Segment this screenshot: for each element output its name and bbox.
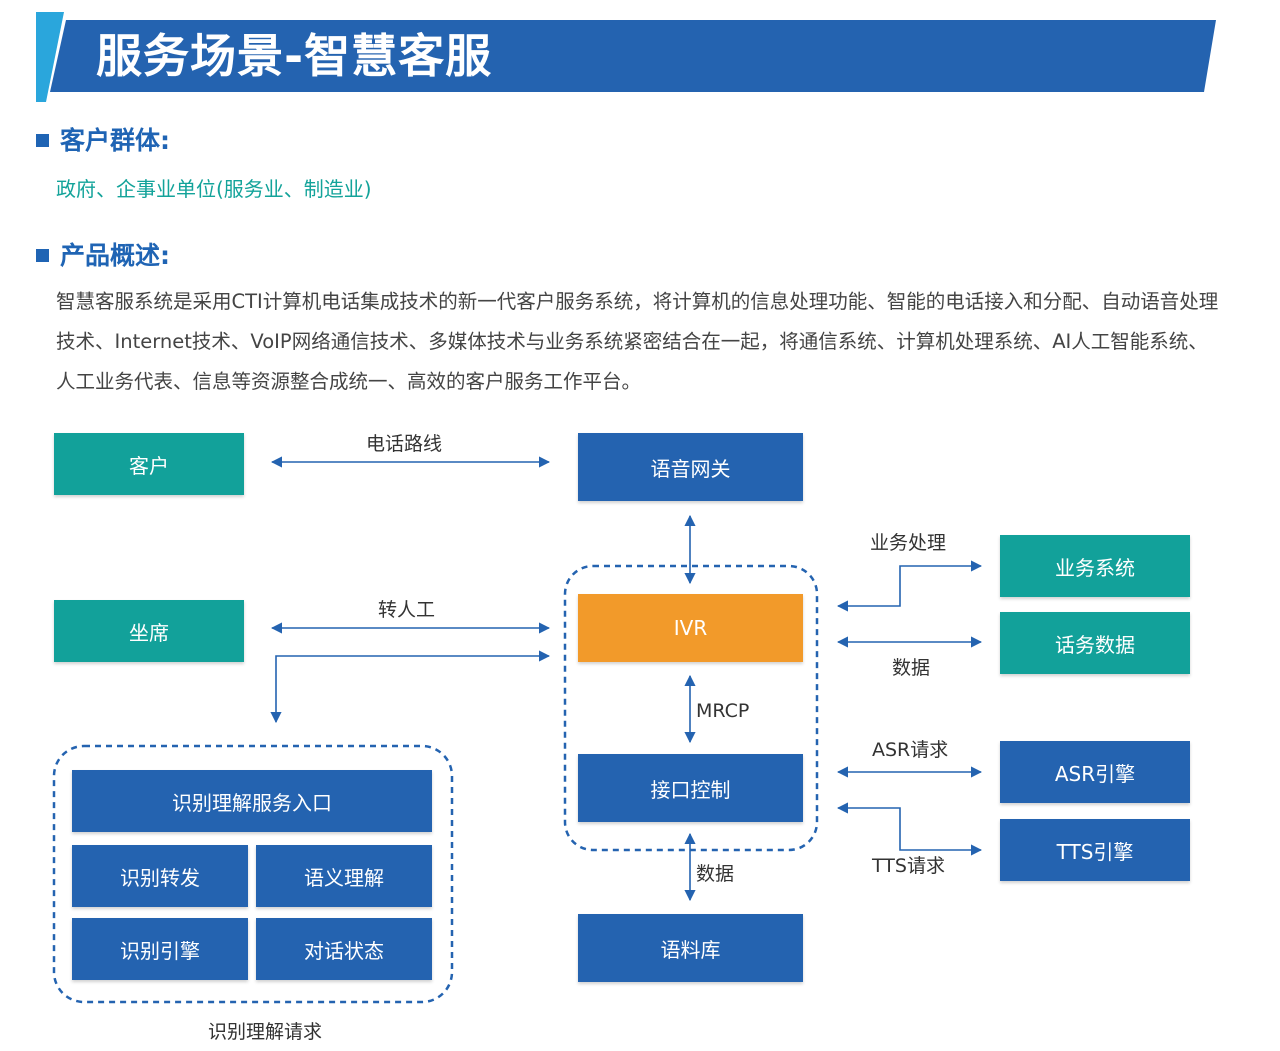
box-interface-control: 接口控制 [578, 754, 803, 822]
box-traffic-data: 话务数据 [1000, 612, 1190, 674]
section-title-customers: 客户群体: [60, 126, 170, 155]
box-business-system: 业务系统 [1000, 535, 1190, 597]
box-customer: 客户 [54, 433, 244, 495]
header-banner [36, 12, 1216, 102]
box-tts-engine: TTS引擎 [1000, 819, 1190, 881]
section-title-overview: 产品概述: [60, 241, 170, 270]
arrow-recognition-request [270, 650, 551, 724]
box-recognition-forward: 识别转发 [72, 845, 248, 907]
box-recognition-entry: 识别理解服务入口 [72, 770, 432, 832]
overview-paragraph: 智慧客服系统是采用CTI计算机电话集成技术的新一代客户服务系统，将计算机的信息处… [56, 290, 1219, 393]
arrow-business-processing [836, 560, 983, 612]
label-phone-line: 电话路线 [366, 433, 443, 455]
box-voice-gateway: 语音网关 [578, 433, 803, 501]
arrow-tts-request [836, 802, 983, 856]
customers-text: 政府、企事业单位(服务业、制造业) [56, 177, 372, 201]
box-asr-engine: ASR引擎 [1000, 741, 1190, 803]
label-asr-request: ASR请求 [872, 739, 949, 761]
label-recognition-request: 识别理解请求 [208, 1021, 323, 1043]
label-mrcp: MRCP [696, 700, 750, 722]
label-data-bottom: 数据 [696, 863, 735, 885]
box-agent: 坐席 [54, 600, 244, 662]
box-recognition-engine: 识别引擎 [72, 918, 248, 980]
box-semantic-understanding: 语义理解 [256, 845, 432, 907]
section-bullet [36, 249, 49, 262]
recognition-group-border [52, 744, 454, 1004]
box-dialog-state: 对话状态 [256, 918, 432, 980]
label-tts-request: TTS请求 [872, 855, 945, 877]
page-title: 服务场景-智慧客服 [96, 29, 493, 83]
box-ivr: IVR [578, 594, 803, 662]
label-data-right: 数据 [892, 657, 931, 679]
label-transfer-manual: 转人工 [378, 599, 436, 621]
box-corpus: 语料库 [578, 914, 803, 982]
section-bullet [36, 134, 49, 147]
label-business-processing: 业务处理 [870, 532, 947, 554]
